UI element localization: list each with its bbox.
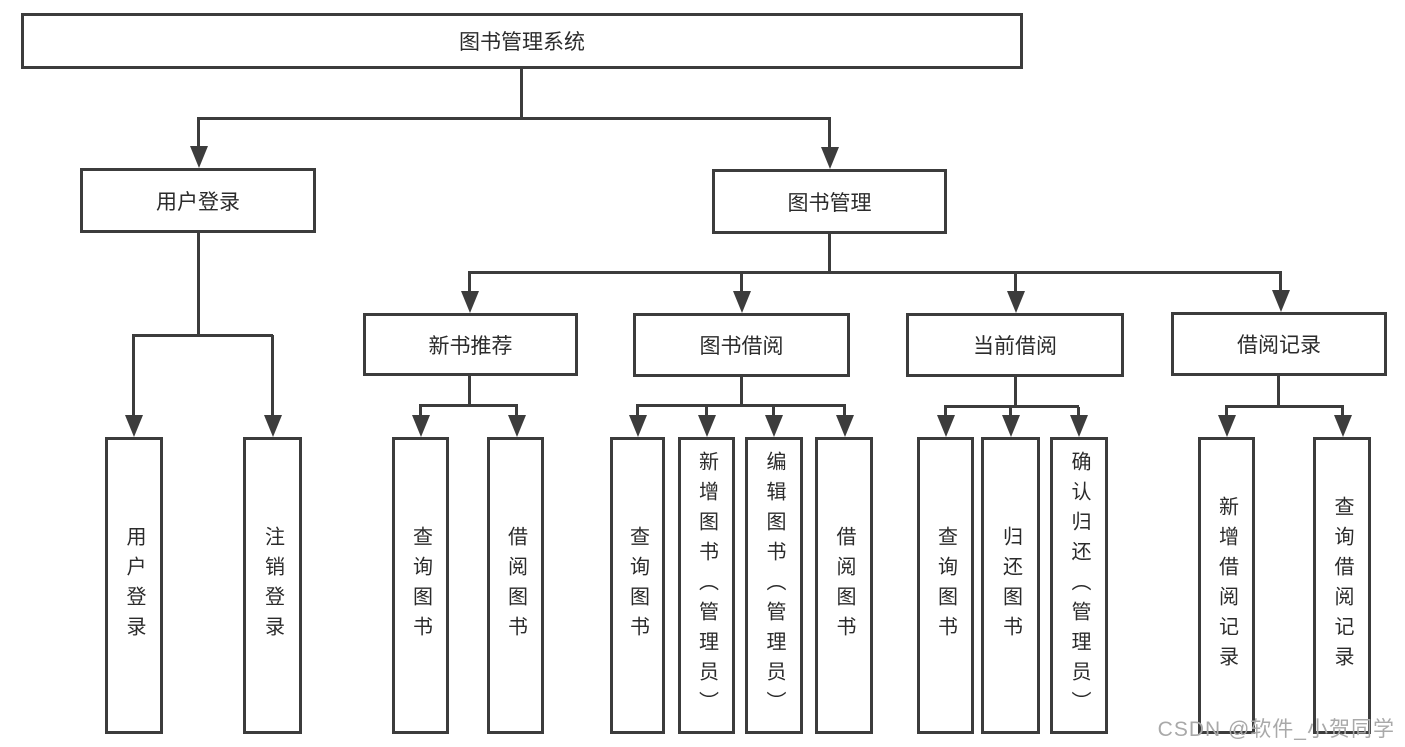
node-current-borrowing: 当前借阅 <box>906 313 1124 377</box>
leaf-query-books: 查询图书 <box>392 437 449 734</box>
connector-line <box>636 404 846 407</box>
node-user-login: 用户登录 <box>80 168 316 233</box>
connector-arrow <box>1009 407 1012 415</box>
connector-line <box>828 234 831 274</box>
connector-line <box>520 69 523 119</box>
connector-line <box>1014 377 1017 408</box>
leaf-query-books: 查询图书 <box>610 437 665 734</box>
node-book-borrowing: 图书借阅 <box>633 313 850 377</box>
connector-line <box>468 271 1282 274</box>
connector-line <box>1277 376 1280 408</box>
connector-line <box>468 376 471 407</box>
leaf-user-login: 用户登录 <box>105 437 163 734</box>
node-borrowing-records: 借阅记录 <box>1171 312 1387 376</box>
connector-arrow <box>271 335 274 415</box>
leaf-add-borrow-record: 新增借阅记录 <box>1198 437 1255 734</box>
connector-arrow <box>944 407 947 415</box>
connector-arrow <box>1077 407 1080 415</box>
leaf-query-books: 查询图书 <box>917 437 974 734</box>
node-book-management: 图书管理 <box>712 169 947 234</box>
connector-arrow <box>515 406 518 415</box>
leaf-borrow-books: 借阅图书 <box>487 437 544 734</box>
connector-line <box>197 233 200 337</box>
leaf-query-borrow-record: 查询借阅记录 <box>1313 437 1371 734</box>
leaf-logout: 注销登录 <box>243 437 302 734</box>
connector-arrow <box>740 273 743 291</box>
connector-arrow <box>1014 273 1017 291</box>
leaf-return-book: 归还图书 <box>981 437 1040 734</box>
connector-arrow <box>828 119 831 147</box>
connector-line <box>132 334 273 337</box>
connector-arrow <box>705 406 708 415</box>
leaf-edit-book-admin: 编辑图书（管理员） <box>745 437 803 734</box>
node-library-management-system: 图书管理系统 <box>21 13 1023 69</box>
connector-arrow <box>132 335 135 415</box>
connector-line <box>419 404 518 407</box>
connector-arrow <box>468 273 471 291</box>
connector-line <box>197 117 831 120</box>
connector-arrow <box>636 406 639 415</box>
node-new-book-recommendation: 新书推荐 <box>363 313 578 376</box>
connector-line <box>1225 405 1344 408</box>
connector-arrow <box>197 119 200 146</box>
connector-arrow <box>1279 273 1282 290</box>
leaf-borrow-books: 借阅图书 <box>815 437 873 734</box>
connector-arrow <box>1225 407 1228 415</box>
connector-arrow <box>843 406 846 415</box>
connector-arrow <box>1341 407 1344 415</box>
watermark-csdn: CSDN @软件_小贺同学 <box>1157 718 1395 741</box>
connector-line <box>740 377 743 407</box>
leaf-confirm-return-admin: 确认归还（管理员） <box>1050 437 1108 734</box>
connector-arrow <box>772 406 775 415</box>
connector-arrow <box>419 406 422 415</box>
leaf-add-book-admin: 新增图书（管理员） <box>678 437 735 734</box>
